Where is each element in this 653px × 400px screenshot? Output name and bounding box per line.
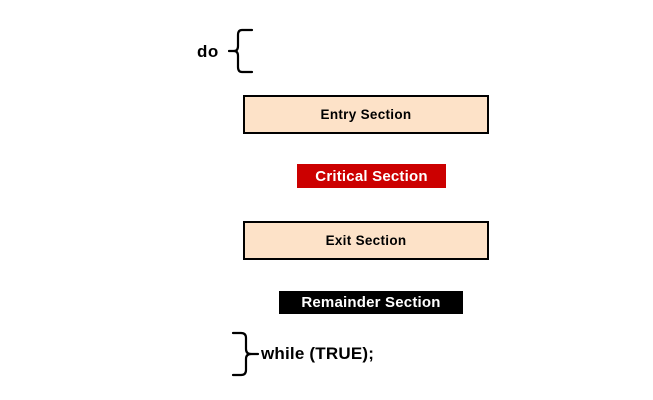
remainder-section-label: Remainder Section bbox=[301, 294, 441, 311]
exit-section-box[interactable]: Exit Section bbox=[243, 221, 489, 260]
close-curly-brace-icon bbox=[230, 330, 260, 378]
exit-section-label: Exit Section bbox=[325, 232, 407, 248]
remainder-section-box[interactable]: Remainder Section bbox=[279, 291, 463, 314]
do-keyword-label: do bbox=[197, 42, 219, 61]
open-curly-brace-icon bbox=[228, 28, 254, 74]
critical-section-box[interactable]: Critical Section bbox=[297, 164, 446, 188]
critical-section-label: Critical Section bbox=[315, 167, 428, 185]
while-statement-label: while (TRUE); bbox=[261, 344, 375, 363]
entry-section-box[interactable]: Entry Section bbox=[243, 95, 489, 134]
entry-section-label: Entry Section bbox=[320, 106, 412, 122]
